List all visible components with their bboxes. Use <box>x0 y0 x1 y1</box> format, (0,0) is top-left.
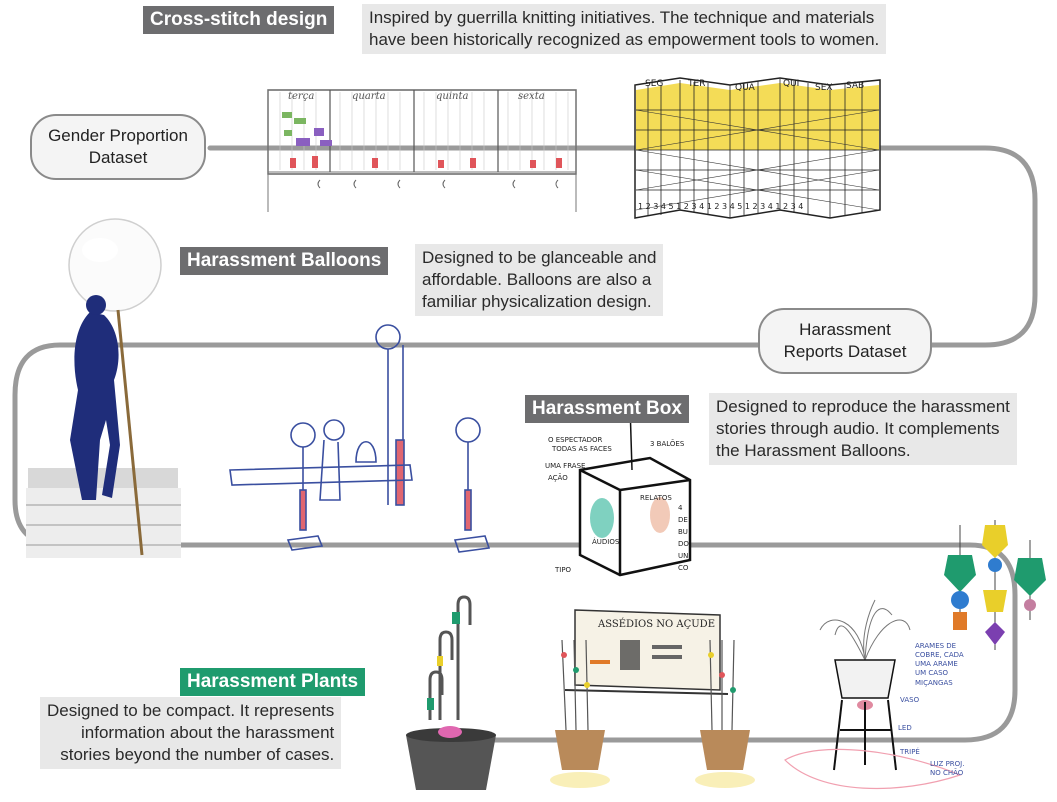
box-side-note: DO <box>678 540 689 548</box>
lamp-note: NO CHÃO <box>930 768 964 777</box>
balloons-title: Harassment Balloons <box>180 247 389 275</box>
box-side-note: UN <box>678 552 688 560</box>
description-line: Designed to be compact. It represents <box>47 701 335 720</box>
lamp-note: LUZ PROJ. <box>930 760 964 768</box>
day-label: terça <box>288 91 314 102</box>
lamp-note: MIÇANGAS <box>915 679 953 687</box>
node-line: Gender Proportion <box>48 126 188 145</box>
plants-title: Harassment Plants <box>180 668 366 696</box>
poster-title: ASSÉDIOS NO AÇUDE <box>597 618 715 630</box>
grid-day-label: SAB <box>846 81 864 91</box>
box-note: TIPO <box>554 566 572 574</box>
box-side-note: DE <box>678 516 688 524</box>
description-line: affordable. Balloons are also a <box>422 270 652 289</box>
description-line: have been historically recognized as emp… <box>369 30 880 49</box>
box-title: Harassment Box <box>525 395 689 423</box>
box-side-note: CO <box>678 564 689 572</box>
box-note: AÇÃO <box>548 473 568 482</box>
box-face-label: RELATOS <box>640 494 672 502</box>
box-note: 3 BALÕES <box>650 439 685 448</box>
lamp-note: COBRE, CADA <box>915 651 964 659</box>
description-line: information about the harassment <box>81 723 335 742</box>
day-label: quinta <box>436 91 468 102</box>
bead-ornaments <box>944 520 1046 650</box>
balloon-installation-sketch <box>229 324 491 553</box>
box-face-label: ÁUDIOS <box>592 537 620 546</box>
lamp-note: UMA ARAME <box>915 660 958 668</box>
plants-description: Designed to be compact. It represents in… <box>40 697 342 769</box>
node-line: Reports Dataset <box>783 342 907 361</box>
box-note: O ESPECTADOR <box>548 436 603 444</box>
lamp-note: TRIPÉ <box>899 747 920 756</box>
node-line: Harassment <box>799 320 891 339</box>
grid-number-row: 1 2 3 4 5 1 2 3 4 1 2 3 4 5 1 2 3 4 1 2 … <box>638 202 803 211</box>
description-line: Designed to be glanceable and <box>422 248 657 267</box>
description-line: Inspired by guerrilla knitting initiativ… <box>369 8 875 27</box>
harassment-plant-photo <box>406 595 496 790</box>
box-description: Designed to reproduce the harassment sto… <box>709 393 1017 465</box>
description-line: familiar physicalization design. <box>422 292 652 311</box>
grid-day-label: SEX <box>815 83 833 93</box>
balloon-photo <box>26 218 181 558</box>
balloons-description: Designed to be glanceable and affordable… <box>415 244 664 316</box>
lamp-note: ARAMES DE <box>915 642 956 650</box>
plant-lamp-sketch: ARAMES DE COBRE, CADA UMA ARAME UM CASO … <box>784 599 964 790</box>
harassment-reports-dataset-node: Harassment Reports Dataset <box>758 308 932 374</box>
harassment-box-sketch: O ESPECTADOR TODAS AS FACES UMA FRASE AÇ… <box>545 404 692 577</box>
gender-proportion-dataset-node: Gender Proportion Dataset <box>30 114 206 180</box>
cross-stitch-grid-sketch: SEG TER QUA QUI SEX SAB 1 2 3 4 5 1 2 3 … <box>634 77 881 219</box>
lamp-note: LED <box>898 724 912 732</box>
box-note: TODAS AS FACES <box>551 445 612 453</box>
flow-line <box>12 145 1038 743</box>
plants-installation-sketch: ASSÉDIOS NO AÇUDE <box>550 609 755 788</box>
grid-day-label: SEG <box>645 79 663 89</box>
description-line: the Harassment Balloons. <box>716 441 911 460</box>
grid-day-label: QUA <box>735 83 756 93</box>
lamp-note: VASO <box>900 696 920 704</box>
white-balloon <box>68 218 162 312</box>
description-line: stories through audio. It complements <box>716 419 1000 438</box>
node-line: Dataset <box>88 148 148 167</box>
grid-day-label: TER <box>687 79 705 89</box>
lamp-note: UM CASO <box>915 669 949 677</box>
description-line: Designed to reproduce the harassment <box>716 397 1010 416</box>
day-label: quarta <box>352 91 386 102</box>
day-label: sexta <box>518 91 545 102</box>
box-note: UMA FRASE <box>545 462 585 470</box>
box-side-note: BU <box>678 528 688 536</box>
description-line: stories beyond the number of cases. <box>60 745 335 764</box>
box-side-note: 4 <box>678 504 683 512</box>
grid-day-label: QUI <box>783 79 799 89</box>
cross-stitch-title: Cross-stitch design <box>143 6 335 34</box>
cross-stitch-description: Inspired by guerrilla knitting initiativ… <box>362 4 887 54</box>
cross-stitch-sketch: terça quarta quinta sexta <box>267 89 577 212</box>
